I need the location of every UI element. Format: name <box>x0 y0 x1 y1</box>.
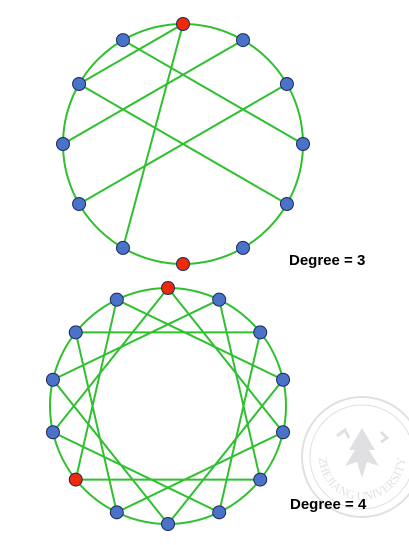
graph-node <box>109 292 124 307</box>
graph-node <box>279 77 294 91</box>
chord-edge <box>62 39 244 145</box>
chord-edge <box>78 83 288 205</box>
graph-node <box>253 325 268 340</box>
graph-node <box>45 372 60 387</box>
graph-node <box>72 197 87 211</box>
graph-node <box>116 240 130 255</box>
graph-node <box>212 292 227 307</box>
chord-edge <box>167 287 284 433</box>
graph-degree-3 <box>56 17 310 271</box>
graph-node <box>109 505 124 520</box>
chord-edge <box>52 287 169 433</box>
highlighted-node <box>176 257 190 271</box>
degree-4-label: Degree = 4 <box>290 496 367 513</box>
degree-3-label: Degree = 3 <box>289 252 366 269</box>
graph-node <box>276 372 291 387</box>
graph-node <box>276 425 291 440</box>
chord-edge <box>218 299 262 480</box>
chord-edge <box>167 379 284 525</box>
graph-node <box>72 77 87 91</box>
chord-edge <box>52 379 169 525</box>
chord-edge <box>218 332 262 513</box>
chord-edge <box>122 39 304 145</box>
chord-edge <box>52 298 220 381</box>
graph-node <box>236 240 250 255</box>
university-seal-icon: ZHEJIANG UNIVERSITY <box>301 396 409 518</box>
highlighted-node <box>161 281 175 295</box>
highlighted-node <box>176 17 190 31</box>
chord-edge <box>116 431 284 514</box>
graph-node <box>296 137 310 151</box>
graph-node <box>279 197 294 211</box>
graph-node <box>212 505 227 520</box>
chord-edge <box>122 23 184 249</box>
chord-edge <box>116 298 284 381</box>
highlighted-node <box>68 472 83 487</box>
graph-degree-4 <box>45 281 291 531</box>
chord-edge <box>74 299 118 480</box>
chord-edge <box>74 332 118 513</box>
graph-node <box>253 472 268 487</box>
graph-node <box>45 425 60 440</box>
chord-edge <box>52 431 220 514</box>
graph-node <box>161 517 175 531</box>
graph-node <box>116 33 130 48</box>
graph-node <box>236 33 250 48</box>
chord-edge <box>78 23 184 85</box>
graph-node <box>56 137 70 151</box>
graph-node <box>68 325 83 340</box>
